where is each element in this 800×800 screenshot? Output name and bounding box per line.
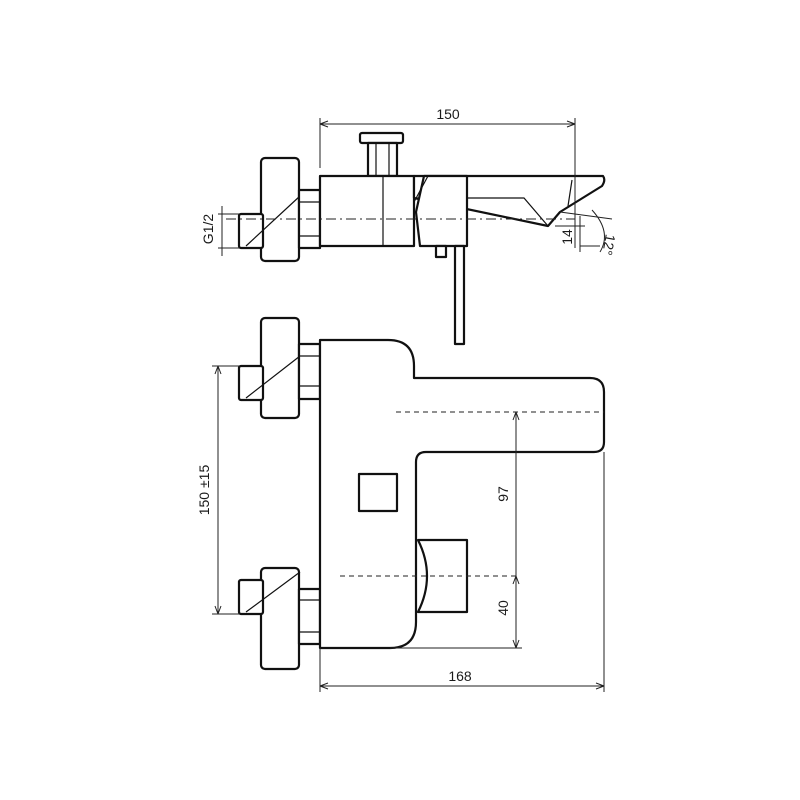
side-view: 150 G1/2 14 12° <box>200 106 619 346</box>
front-lower-flange <box>259 566 301 671</box>
side-lever <box>453 244 466 346</box>
dimension-height-40: 40 <box>495 600 511 616</box>
side-diverter-knob <box>358 131 405 145</box>
dimension-connection-thread: G1/2 <box>200 214 216 245</box>
side-mixer-handle <box>414 174 469 248</box>
front-lower-inlet <box>237 578 265 616</box>
front-diverter-square <box>357 472 399 513</box>
front-faucet-body <box>318 338 606 650</box>
front-upper-inlet <box>237 364 265 402</box>
front-view: 150 ±15 97 40 168 <box>196 316 606 692</box>
front-upper-nut <box>297 342 322 401</box>
side-wall-flange <box>259 156 301 263</box>
dimension-spout-height: 14 <box>559 229 575 245</box>
dimension-height-97: 97 <box>495 486 511 502</box>
dimension-bottom-width: 168 <box>448 668 472 684</box>
front-lower-nut <box>297 587 322 646</box>
front-upper-flange <box>259 316 301 420</box>
dimension-spout-angle: 12° <box>599 233 618 257</box>
dimension-center-distance: 150 ±15 <box>196 465 212 516</box>
side-diverter-stem <box>366 141 399 178</box>
side-faucet-body <box>318 174 416 248</box>
dimension-top-width: 150 <box>436 106 460 122</box>
